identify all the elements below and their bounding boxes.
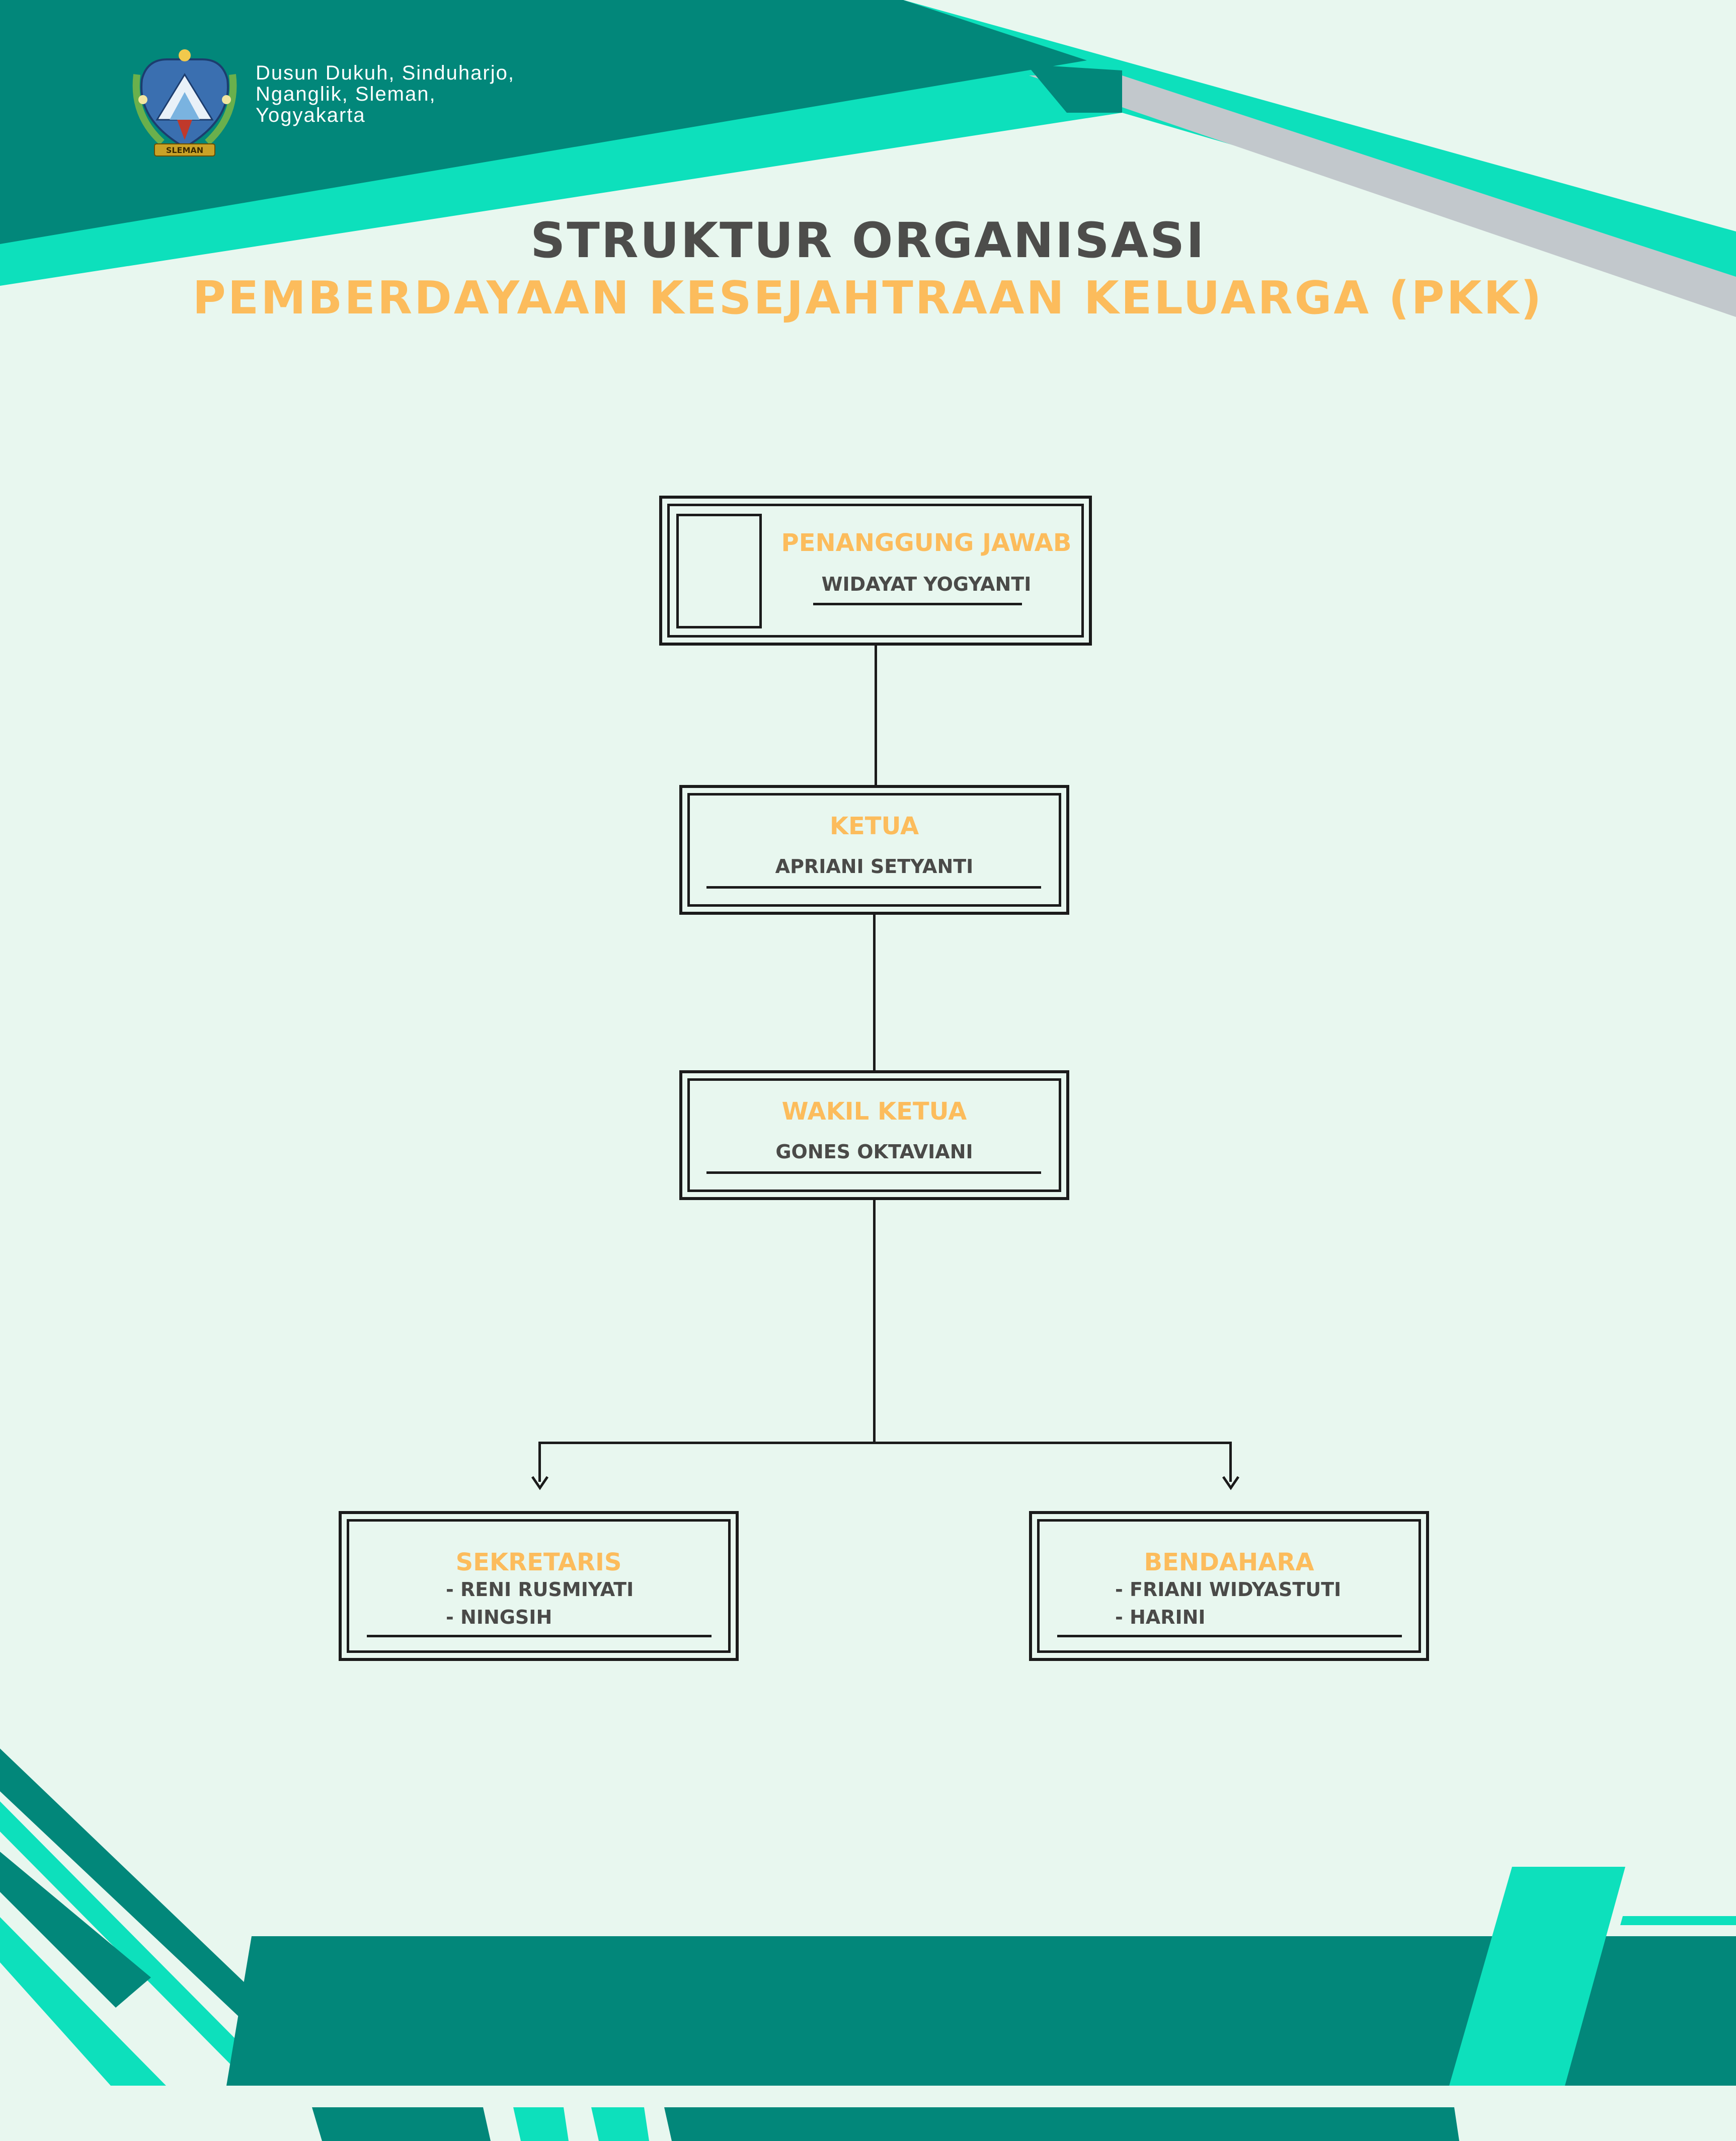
name-underline	[706, 1171, 1041, 1174]
bottom-right-slant-bar	[1449, 1867, 1625, 2086]
top-dark-tab	[1027, 64, 1122, 113]
bottom-strip-bright-2	[591, 2107, 649, 2141]
sleman-emblem-logo: SLEMAN	[132, 49, 237, 156]
node-bendahara: BENDAHARA - FRIANI WIDYASTUTI - HARINI	[1029, 1511, 1429, 1661]
name-underline	[1057, 1635, 1402, 1637]
page-title: STRUKTUR ORGANISASI	[530, 212, 1206, 269]
role-penanggung-jawab: PENANGGUNG JAWAB	[781, 529, 1072, 557]
role-ketua: KETUA	[829, 812, 919, 840]
page-subtitle: PEMBERDAYAAN KESEJAHTRAAN KELUARGA (PKK)	[192, 272, 1544, 325]
member-bendahara-2: - HARINI	[1115, 1606, 1206, 1628]
role-sekretaris: SEKRETARIS	[455, 1548, 622, 1576]
name-wakil-ketua: GONES OKTAVIANI	[775, 1141, 973, 1163]
arrow-down-icon	[531, 1476, 549, 1490]
member-sekretaris-2: - NINGSIH	[446, 1606, 553, 1628]
arrow-down-icon	[1222, 1476, 1240, 1490]
node-ketua: KETUA APRIANI SETYANTI	[679, 785, 1069, 915]
node-inner-border	[347, 1519, 731, 1653]
role-bendahara: BENDAHARA	[1144, 1548, 1314, 1576]
node-sekretaris: SEKRETARIS - RENI RUSMIYATI - NINGSIH	[339, 1511, 739, 1661]
top-gray-stripe	[1029, 75, 1736, 317]
bottom-dark-band	[226, 1936, 1736, 2086]
name-underline	[813, 603, 1022, 605]
name-underline	[706, 886, 1041, 889]
member-bendahara-1: - FRIANI WIDYASTUTI	[1115, 1578, 1342, 1601]
address-line-3: Yogyakarta	[256, 104, 366, 126]
bottom-strip-dark-2	[664, 2107, 1459, 2141]
photo-placeholder	[676, 514, 762, 628]
node-inner-border	[687, 1078, 1061, 1192]
address-line-1: Dusun Dukuh, Sinduharjo,	[256, 62, 515, 84]
name-ketua: APRIANI SETYANTI	[775, 855, 974, 878]
bottom-right-thin-line	[1620, 1916, 1736, 1925]
connector-branch-right	[1229, 1442, 1232, 1482]
bottom-strip-dark-1	[312, 2107, 491, 2141]
node-inner-border	[667, 504, 1084, 638]
top-dark-wedge	[0, 0, 1087, 244]
node-inner-border	[1037, 1519, 1421, 1653]
logo-text: SLEMAN	[166, 145, 203, 155]
role-wakil-ketua: WAKIL KETUA	[781, 1097, 967, 1126]
address-block: Dusun Dukuh, Sinduharjo, Nganglik, Slema…	[256, 62, 608, 126]
address-line-2: Nganglik, Sleman,	[256, 83, 436, 105]
name-penanggung-jawab: WIDAYAT YOGYANTI	[821, 573, 1032, 595]
bottom-left-stripe-bright-2	[0, 1917, 166, 2086]
member-sekretaris-1: - RENI RUSMIYATI	[446, 1578, 634, 1601]
node-wakil-ketua: WAKIL KETUA GONES OKTAVIANI	[679, 1070, 1069, 1200]
bottom-left-stripe-dark-2	[0, 1852, 151, 2008]
node-penanggung-jawab: PENANGGUNG JAWAB WIDAYAT YOGYANTI	[659, 496, 1092, 646]
bottom-left-stripe-bright	[0, 1801, 282, 2086]
connector-ketua-wakil	[873, 913, 876, 1072]
connector-wakil-branch	[873, 1200, 876, 1444]
connector-branch-horizontal	[538, 1442, 1232, 1444]
bottom-strip-bright-1	[513, 2107, 569, 2141]
connector-branch-left	[538, 1442, 541, 1482]
connector-pj-ketua	[875, 644, 877, 787]
name-underline	[367, 1635, 712, 1637]
node-inner-border	[687, 793, 1061, 907]
